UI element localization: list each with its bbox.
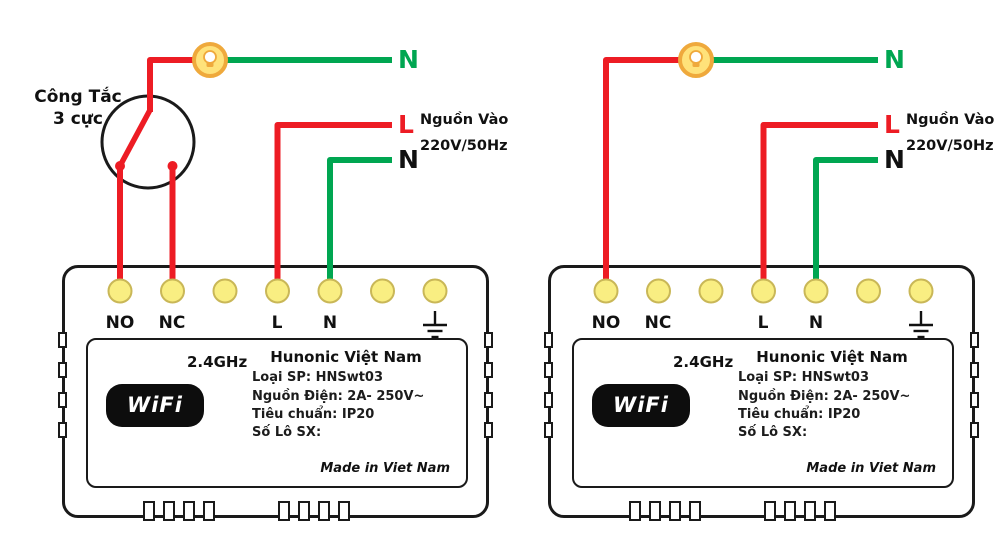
switch-pole-no	[115, 161, 125, 171]
side-notch	[970, 422, 979, 438]
bottom-tab	[804, 501, 816, 521]
side-notch	[484, 422, 493, 438]
band-label: 2.4GHz	[187, 353, 248, 371]
lamp-live-wire	[603, 57, 682, 291]
side-notch	[484, 392, 493, 408]
bottom-tab	[824, 501, 836, 521]
side-notch	[484, 362, 493, 378]
side-notch	[970, 332, 979, 348]
bottom-tab	[784, 501, 796, 521]
side-notch	[58, 392, 67, 408]
bottom-tab	[143, 501, 155, 521]
terminal-label-nc: NC	[644, 313, 672, 333]
neutral-out-label: N	[398, 45, 419, 74]
side-notch	[58, 332, 67, 348]
side-notch	[970, 392, 979, 408]
bottom-tab	[689, 501, 701, 521]
spec-lot: Số Lô SX:	[738, 425, 808, 440]
terminal-label-nc: NC	[158, 313, 186, 333]
live-in-label: L	[884, 110, 900, 139]
neutral-in-label: N	[884, 145, 905, 174]
smart-switch-device: NO NC L N 2.4GHz WiFi Hunonic Việt Nam L…	[544, 265, 979, 521]
made-in-label: Made in Viet Nam	[320, 461, 450, 476]
neutral-in-label: N	[398, 145, 419, 174]
spec-power: Nguồn Điện: 2A- 250V~	[252, 389, 425, 404]
side-notch	[544, 362, 553, 378]
source-voltage-label: Nguồn Vào 220V/50Hz	[420, 112, 509, 154]
side-notch	[544, 392, 553, 408]
source-voltage-label: Nguồn Vào 220V/50Hz	[906, 112, 995, 154]
bottom-tab	[203, 501, 215, 521]
lamp-icon	[192, 42, 228, 78]
bottom-tab	[669, 501, 681, 521]
spec-product: Loại SP: HNSwt03	[738, 370, 870, 385]
brand-label: Hunonic Việt Nam	[756, 348, 908, 366]
smart-switch-device: NO NC L N 2.4GHz WiFi Hunonic Việt Nam L…	[58, 265, 493, 521]
spec-lot: Số Lô SX:	[252, 425, 322, 440]
bottom-tab	[318, 501, 330, 521]
terminal-label-live: L	[757, 313, 769, 333]
spec-standard: Tiêu chuẩn: IP20	[252, 407, 375, 422]
side-notch	[58, 422, 67, 438]
terminal-label-neutral: N	[322, 313, 338, 333]
bottom-tab	[649, 501, 661, 521]
diagram-with-3way-switch: NO NC L N 2.4GHz WiFi Hunonic Việt Nam L…	[34, 42, 509, 521]
diagram-direct-wiring: NO NC L N 2.4GHz WiFi Hunonic Việt Nam L…	[486, 0, 1008, 545]
neutral-out-label: N	[884, 45, 905, 74]
bottom-tab	[629, 501, 641, 521]
brand-label: Hunonic Việt Nam	[270, 348, 422, 366]
spec-product: Loại SP: HNSwt03	[252, 370, 384, 385]
lamp-icon	[678, 42, 714, 78]
side-notch	[970, 362, 979, 378]
band-label: 2.4GHz	[673, 353, 734, 371]
bottom-tab	[183, 501, 195, 521]
side-notch	[484, 332, 493, 348]
spec-standard: Tiêu chuẩn: IP20	[738, 407, 861, 422]
side-notch	[544, 422, 553, 438]
bottom-tab	[163, 501, 175, 521]
wifi-logo: WiFi	[106, 384, 204, 427]
bottom-tab	[278, 501, 290, 521]
lamp-live-wire	[147, 57, 196, 112]
device-label-panel: 2.4GHz WiFi Hunonic Việt Nam Loại SP: HN…	[572, 338, 954, 488]
terminal-label-neutral: N	[808, 313, 824, 333]
side-notch	[58, 362, 67, 378]
live-in-label: L	[398, 110, 414, 139]
made-in-label: Made in Viet Nam	[806, 461, 936, 476]
side-notch	[544, 332, 553, 348]
wifi-logo: WiFi	[592, 384, 690, 427]
three-way-switch-label: Công Tắc 3 cực	[34, 87, 122, 129]
terminal-label-no: NO	[105, 313, 135, 333]
spec-power: Nguồn Điện: 2A- 250V~	[738, 389, 911, 404]
terminal-label-no: NO	[591, 313, 621, 333]
terminal-label-live: L	[271, 313, 283, 333]
bottom-tab	[298, 501, 310, 521]
switch-pole-nc	[167, 161, 178, 171]
bottom-tab	[764, 501, 776, 521]
bottom-tab	[338, 501, 350, 521]
device-label-panel: 2.4GHz WiFi Hunonic Việt Nam Loại SP: HN…	[86, 338, 468, 488]
